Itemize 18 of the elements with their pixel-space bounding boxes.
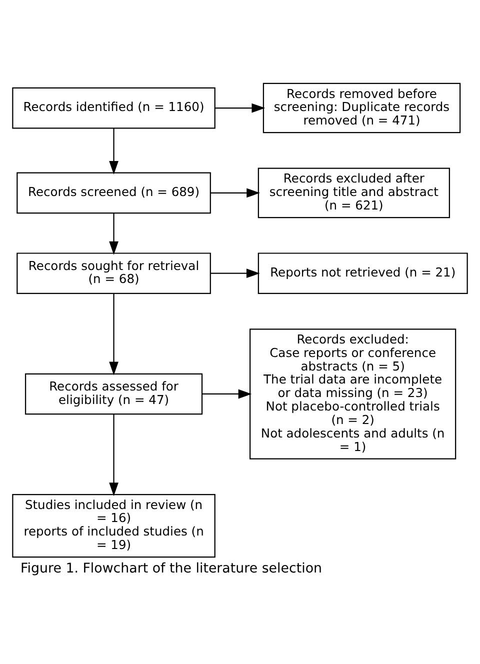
node-box: Records removed before screening: Duplicate records removed (n = 471) (262, 82, 461, 134)
arrow (215, 103, 266, 113)
arrow (109, 294, 118, 376)
node-box: Records excluded after screening title and abstract (n = 621) (258, 168, 450, 218)
arrow (210, 188, 260, 198)
node-box: Records sought for retrieval (n = 68) (16, 252, 211, 294)
node-box: Records screened (n = 689) (16, 172, 211, 214)
arrow (202, 389, 252, 399)
arrow (109, 414, 118, 496)
node-box: Records excluded: Case reports or conference abstracts (n = 5) The trial data are incomplete or data missing (n = 23) Not placebo-controlled trials (n = 2) Not adolescents and adults (n = 1) (250, 328, 456, 460)
node-box: Reports not retrieved (n = 21) (258, 252, 468, 294)
node-box: Records assessed for eligibility (n = 47) (24, 373, 203, 415)
arrow (109, 213, 118, 255)
arrow (109, 128, 118, 174)
arrow (210, 268, 260, 278)
caption: Figure 1. Flowchart of the literature selection (20, 561, 322, 576)
node-box: Studies included in review (n = 16) reports of included studies (n = 19) (12, 494, 216, 558)
node-box: Records identified (n = 1160) (12, 87, 216, 129)
